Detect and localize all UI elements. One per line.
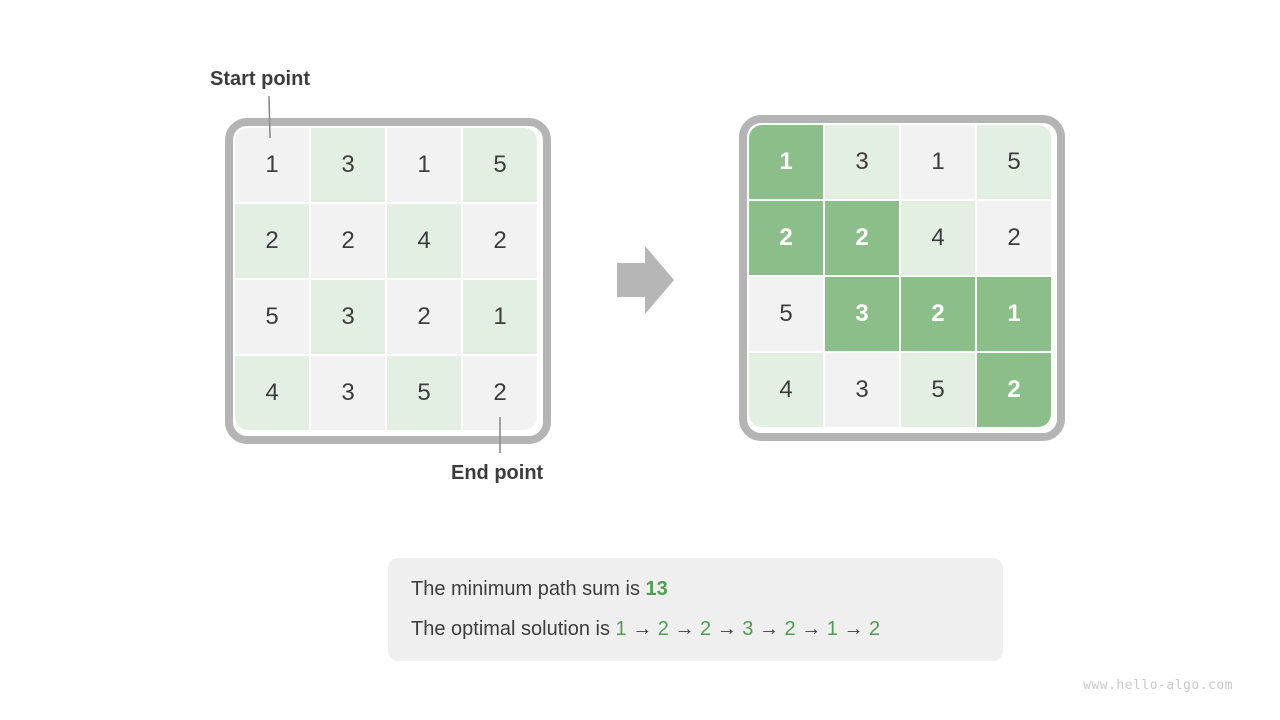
grid-cell: 5 <box>463 128 537 202</box>
solution-step: 1 <box>826 618 838 640</box>
grid-cell: 4 <box>901 201 975 275</box>
grid-cell: 3 <box>825 277 899 351</box>
solution-step: 2 <box>657 618 669 640</box>
grid-cell: 2 <box>977 201 1051 275</box>
solution-step: 1 <box>615 618 627 640</box>
min-sum-value: 13 <box>645 578 668 600</box>
grid-cell: 3 <box>311 128 385 202</box>
grid-cell: 3 <box>825 353 899 427</box>
solution-step: 2 <box>869 618 881 640</box>
end-point-label: End point <box>451 462 544 484</box>
grid-cell: 1 <box>977 277 1051 351</box>
grid-cell: 4 <box>387 204 461 278</box>
grid-cell: 5 <box>387 356 461 430</box>
summary-line-min-sum: The minimum path sum is 13 <box>411 569 983 609</box>
grid-cell: 5 <box>235 280 309 354</box>
solution-step: 3 <box>742 618 754 640</box>
solution-prefix: The optimal solution is <box>411 618 616 640</box>
arrow-separator: → <box>753 618 785 640</box>
arrow-separator: → <box>711 618 743 640</box>
grid-cell: 2 <box>311 204 385 278</box>
transform-arrow-icon <box>617 246 674 314</box>
grid-cell: 1 <box>463 280 537 354</box>
arrow-separator: → <box>668 618 701 640</box>
grid-cell: 5 <box>977 125 1051 199</box>
grid-cell: 1 <box>235 128 309 202</box>
grid-cell: 4 <box>235 356 309 430</box>
arrow-separator: → <box>626 618 658 640</box>
grid-cell: 1 <box>387 128 461 202</box>
grid-cell: 1 <box>901 125 975 199</box>
grid-cell: 4 <box>749 353 823 427</box>
summary-line-solution: The optimal solution is 1 → 2 → 2 → 3 → … <box>411 609 983 649</box>
min-sum-prefix: The minimum path sum is <box>411 578 646 600</box>
grid-cell: 5 <box>749 277 823 351</box>
grid-cell: 2 <box>977 353 1051 427</box>
summary-box: The minimum path sum is 13 The optimal s… <box>388 558 1003 661</box>
arrow-separator: → <box>837 618 870 640</box>
grid-cell: 2 <box>463 356 537 430</box>
grid-cell: 2 <box>825 201 899 275</box>
grid-cell: 3 <box>825 125 899 199</box>
solution-step: 2 <box>784 618 796 640</box>
grid-cell: 2 <box>901 277 975 351</box>
solution-step: 2 <box>700 618 712 640</box>
grid-cell: 1 <box>749 125 823 199</box>
arrow-separator: → <box>795 618 827 640</box>
watermark: www.hello-algo.com <box>1083 678 1233 693</box>
grid-cell: 3 <box>311 280 385 354</box>
grid-cell: 3 <box>311 356 385 430</box>
start-point-label: Start point <box>210 68 310 90</box>
grid-cell: 2 <box>749 201 823 275</box>
solution-sequence: 1 → 2 → 2 → 3 → 2 → 1 → 2 <box>616 618 881 640</box>
grid-cell: 5 <box>901 353 975 427</box>
grid-cell: 2 <box>387 280 461 354</box>
grid-cell: 2 <box>235 204 309 278</box>
grid-cell: 2 <box>463 204 537 278</box>
